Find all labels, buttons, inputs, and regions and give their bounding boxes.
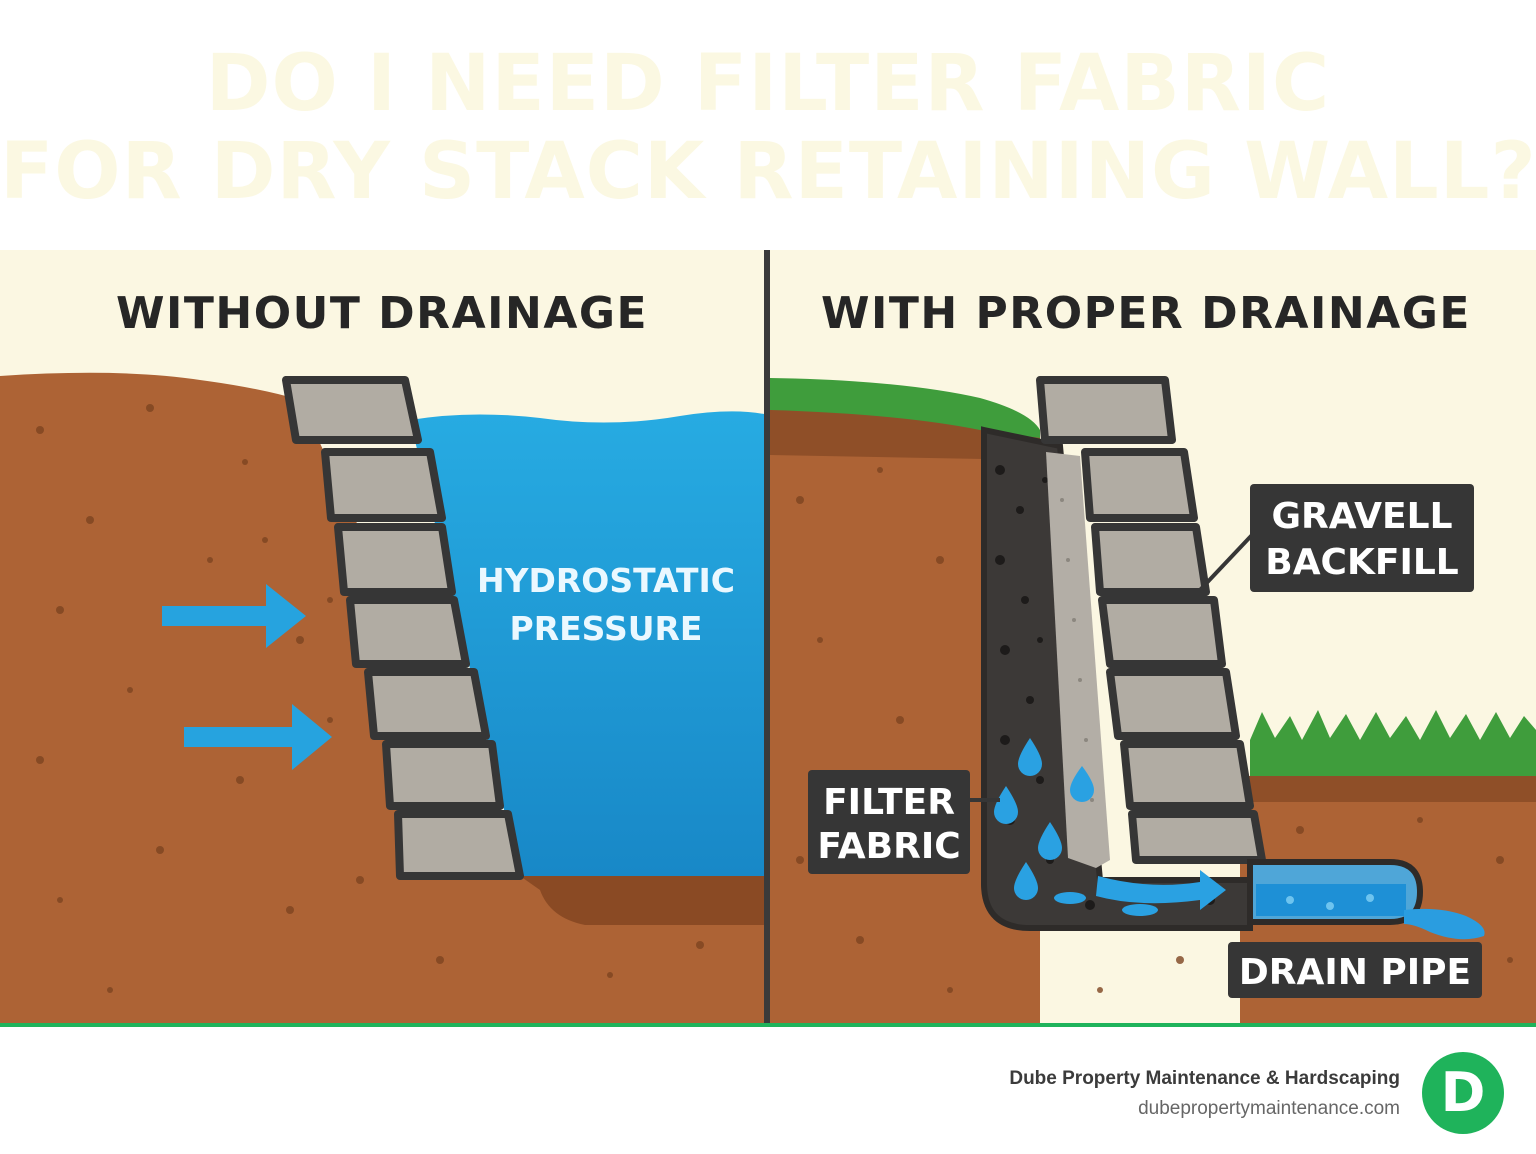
water-drop-icon [994, 786, 1018, 824]
water-flow-arrow [1096, 870, 1226, 910]
fabric-texture [1060, 498, 1094, 802]
callout-gravel-line1: GRAVELL [1271, 496, 1452, 537]
company-name: Dube Property Maintenance & Hardscaping [1009, 1068, 1400, 1089]
filter-fabric-layer [1046, 452, 1110, 868]
wall-block [1036, 376, 1176, 444]
title-line-2: FOR DRY STACK RETAINING WALL? [0, 127, 1536, 217]
callout-gravel-line2: BACKFILL [1265, 542, 1458, 583]
footer-divider-line [0, 1023, 1536, 1027]
lower-soil-band [1240, 776, 1536, 802]
hydrostatic-label-line2: PRESSURE [510, 609, 703, 648]
pipe-outflow [1404, 908, 1485, 940]
callout-filter-fabric: FILTER FABRIC [808, 770, 970, 874]
drainage-comparison-diagram: WITHOUT DRAINAGE HYDROSTATIC PRESSURE [0, 250, 1536, 1027]
left-soil-specks [36, 404, 704, 993]
logo-letter: D [1440, 1061, 1486, 1124]
callout-fabric-line2: FABRIC [817, 826, 960, 867]
wall-block [321, 448, 446, 522]
lower-grass [1250, 710, 1536, 790]
water-drop-icon [1038, 822, 1062, 860]
pipe-bubbles [1286, 894, 1374, 910]
drain-pipe-water [1256, 884, 1406, 916]
upper-soil-band [770, 410, 1040, 460]
gravel-backfill [981, 426, 1253, 931]
water-drop-icon [1018, 738, 1042, 776]
gravel-callout-leader [1198, 533, 1254, 592]
company-logo: D [1422, 1052, 1504, 1134]
water-drop-icon [1070, 766, 1094, 802]
callout-fabric-line1: FILTER [823, 782, 955, 823]
right-retaining-wall [1036, 376, 1266, 864]
title-line-1: DO I NEED FILTER FABRIC [205, 39, 1331, 129]
callout-pipe-label: DRAIN PIPE [1239, 952, 1471, 993]
wall-block [1128, 810, 1266, 864]
company-url[interactable]: dubepropertymaintenance.com [1138, 1098, 1400, 1119]
wall-block [1091, 523, 1210, 596]
wall-block [334, 523, 456, 596]
wall-block [394, 810, 524, 880]
panel-without-drainage: WITHOUT DRAINAGE HYDROSTATIC PRESSURE [0, 250, 764, 1025]
panel-with-drainage: GRAVELL BACKFILL FILTER FABRIC DRAIN PIP… [770, 250, 1536, 1025]
left-trench-shadow [520, 876, 764, 925]
pressure-arrow-icon [184, 704, 332, 770]
water-droplets [994, 738, 1158, 916]
hydrostatic-water [410, 411, 764, 876]
wall-block [346, 596, 470, 668]
wall-block [1098, 596, 1226, 668]
left-retaining-wall [282, 376, 524, 880]
water-drop-icon [1014, 862, 1038, 900]
panel-heading-left: WITHOUT DRAINAGE [116, 288, 648, 339]
wall-block [282, 376, 422, 444]
hydrostatic-label-line1: HYDROSTATIC [477, 561, 735, 600]
callout-gravel-backfill: GRAVELL BACKFILL [1250, 484, 1474, 592]
wall-block [1120, 740, 1254, 810]
wall-block [1081, 448, 1198, 522]
page-title: DO I NEED FILTER FABRIC FOR DRY STACK RE… [0, 40, 1536, 216]
pressure-arrows [162, 584, 332, 770]
panel-heading-right: WITH PROPER DRAINAGE [821, 288, 1471, 339]
pressure-arrow-icon [162, 584, 306, 648]
wall-block [364, 668, 490, 740]
wall-block [382, 740, 504, 810]
callout-drain-pipe: DRAIN PIPE [1228, 942, 1482, 998]
panel-divider [764, 250, 770, 1025]
wall-block [1106, 668, 1240, 740]
